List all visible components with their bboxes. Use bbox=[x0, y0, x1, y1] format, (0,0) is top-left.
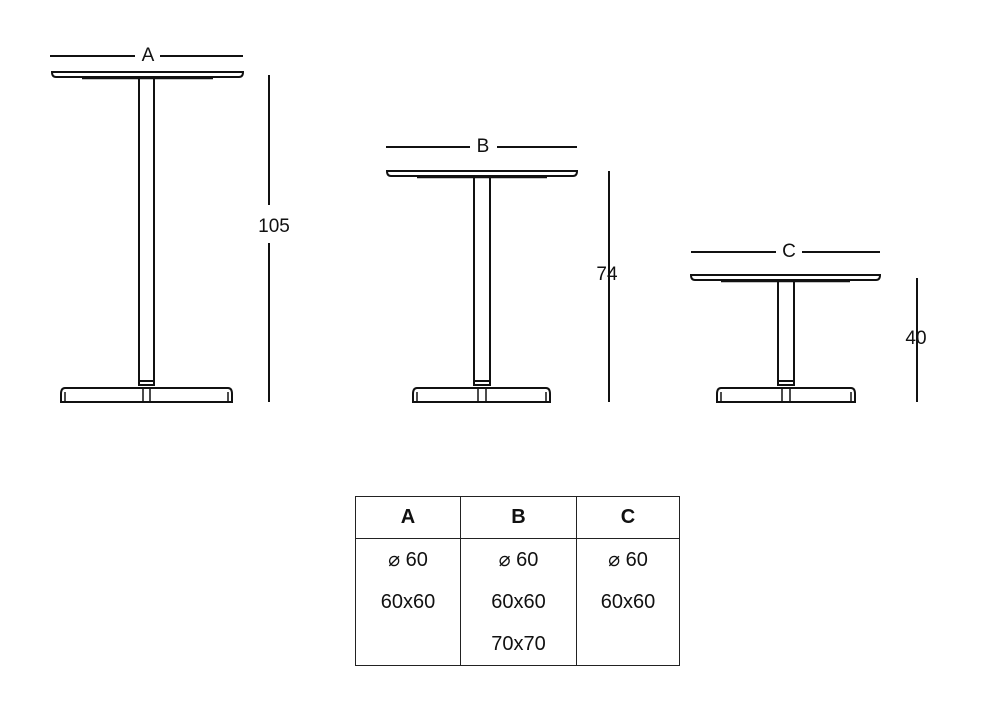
width-label-a: A bbox=[142, 45, 155, 66]
width-label-c: C bbox=[782, 241, 796, 262]
size-square: 60x60 bbox=[380, 591, 436, 613]
size-round: ⌀ 60 bbox=[608, 549, 648, 571]
width-label-b: B bbox=[477, 136, 490, 157]
header-a: A bbox=[355, 496, 461, 539]
dimensions-table: A B C ⌀ 60 60x60 ⌀ 60 60x60 70x70 ⌀ 60 6… bbox=[355, 496, 680, 666]
tabletop-a bbox=[50, 71, 245, 78]
height-label-b: 74 bbox=[596, 264, 618, 285]
column-c: ⌀ 60 60x60 bbox=[576, 538, 680, 666]
size-square-large: 70x70 bbox=[491, 633, 546, 655]
base-c bbox=[716, 387, 856, 403]
size-round: ⌀ 60 bbox=[498, 549, 539, 571]
size-square: 60x60 bbox=[600, 591, 656, 613]
column-a: ⌀ 60 60x60 bbox=[355, 538, 461, 666]
base-b bbox=[412, 387, 551, 403]
column-c bbox=[777, 280, 795, 386]
base-a bbox=[60, 387, 233, 403]
column-a bbox=[138, 77, 155, 386]
column-b bbox=[473, 176, 491, 386]
height-label-a: 105 bbox=[258, 216, 290, 237]
header-c: C bbox=[576, 496, 680, 539]
size-square: 60x60 bbox=[491, 591, 546, 613]
column-b: ⌀ 60 60x60 70x70 bbox=[460, 538, 577, 666]
size-round: ⌀ 60 bbox=[388, 549, 428, 571]
tabletop-b bbox=[385, 170, 579, 177]
header-b: B bbox=[460, 496, 577, 539]
tabletop-c bbox=[689, 274, 882, 281]
